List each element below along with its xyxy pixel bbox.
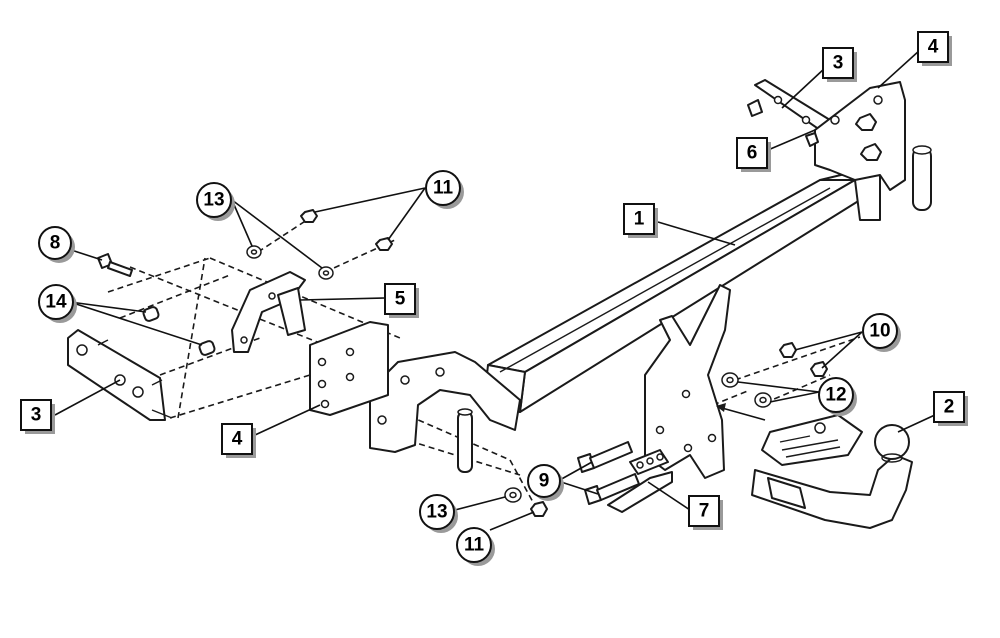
callout-14: 14 [38,284,77,323]
main-crossbar [483,167,881,413]
callout-7: 7 [688,495,723,530]
callout-2: 2 [933,391,968,426]
l-bracket [231,271,306,353]
callout-3-right: 3 [822,47,857,82]
callout-11-bottom-label: 11 [464,535,485,556]
callout-8: 8 [38,226,75,263]
callout-1: 1 [623,203,658,238]
callout-4-right-label: 4 [928,37,939,58]
spacer-sleeves [142,306,216,356]
callout-4-left-label: 4 [232,429,243,450]
callout-5-label: 5 [395,289,406,310]
callout-12-label: 12 [825,385,846,406]
left-side-bracket [369,351,521,473]
left-flat-bracket [67,329,173,421]
tow-ball [751,424,913,529]
callout-11-top-label: 11 [433,178,454,199]
washers-nuts-top [246,209,393,280]
callout-11-top: 11 [425,170,464,209]
callout-14-label: 14 [45,292,67,313]
ball-mount-plate [644,284,731,479]
pointer-arrow [716,403,766,421]
callout-4-left: 4 [221,423,256,458]
callout-3-right-label: 3 [833,53,844,74]
callout-7-label: 7 [699,501,710,522]
callout-13-top: 13 [196,182,235,221]
callout-13-bottom-label: 13 [426,502,447,523]
id-label-card [761,414,863,466]
callout-8-label: 8 [50,233,61,254]
socket-plate [607,449,673,513]
callout-13-top-label: 13 [203,190,224,211]
right-side-bracket [805,81,932,211]
callout-10-label: 10 [869,321,890,342]
callout-12: 12 [818,377,857,416]
callout-5: 5 [384,283,419,318]
callout-3-left-label: 3 [31,405,42,426]
right-washers-nuts [721,342,828,408]
bolt-8 [97,253,133,277]
callout-6: 6 [736,137,771,172]
leader-lines [54,49,951,531]
callout-10: 10 [862,313,901,352]
callout-4-right: 4 [917,31,952,66]
callout-11-bottom: 11 [456,527,495,566]
callout-9: 9 [527,464,564,501]
callout-2-label: 2 [944,397,955,418]
callout-3-left: 3 [20,399,55,434]
callout-6-label: 6 [747,143,758,164]
right-flat-bracket [747,79,831,131]
washer-nut-lower [504,487,548,517]
bolts-9 [577,441,640,505]
callout-9-label: 9 [539,471,550,492]
callout-1-label: 1 [634,209,645,230]
callout-13-bottom: 13 [419,494,458,533]
